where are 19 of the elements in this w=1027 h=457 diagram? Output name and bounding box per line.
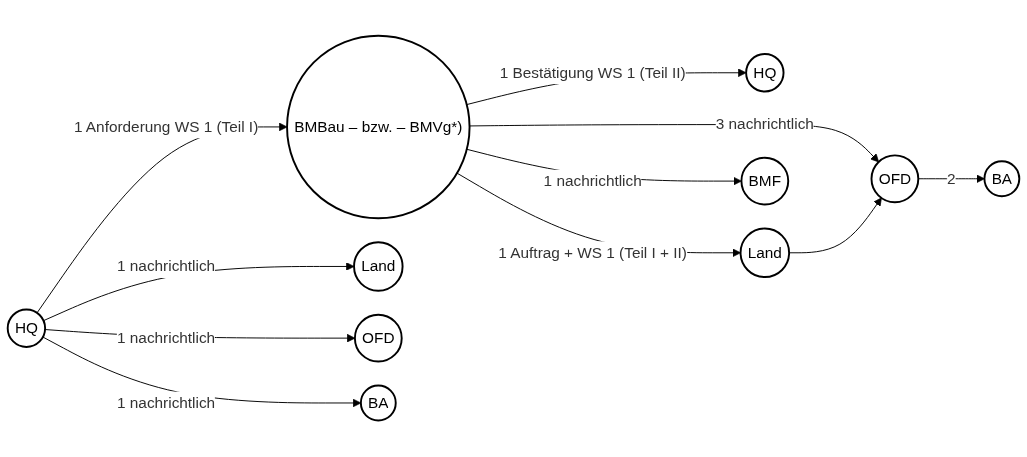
node-circle: BA — [983, 160, 1021, 198]
edge-label: 1 nachrichtlich — [543, 172, 642, 190]
node-circle: BMBau – bzw. – BMVg*) — [286, 35, 471, 220]
edge-label: 1 Anforderung WS 1 (Teil I) — [73, 118, 259, 136]
node-circle: OFD — [353, 314, 403, 363]
node-circle: HQ — [6, 309, 47, 349]
edge-label: 1 Bestätigung WS 1 (Teil II) — [499, 64, 686, 81]
node-circle: BA — [359, 385, 397, 422]
node-circle: OFD — [870, 154, 920, 204]
edge-label: 1 nachrichtlich — [117, 329, 216, 347]
edge-label: 1 nachrichtlich — [117, 258, 216, 275]
edge-label: 3 nachrichtlich — [715, 116, 814, 133]
node-circle: HQ — [745, 53, 785, 93]
node-circle: Land — [353, 241, 404, 293]
node-circle: BMF — [740, 157, 790, 206]
edge-label: 1 nachrichtlich — [117, 394, 216, 412]
node-circle: Land — [739, 228, 791, 279]
edge-label: 2 — [947, 170, 956, 187]
edge-label: 1 Auftrag + WS 1 (Teil I + II) — [498, 244, 687, 261]
